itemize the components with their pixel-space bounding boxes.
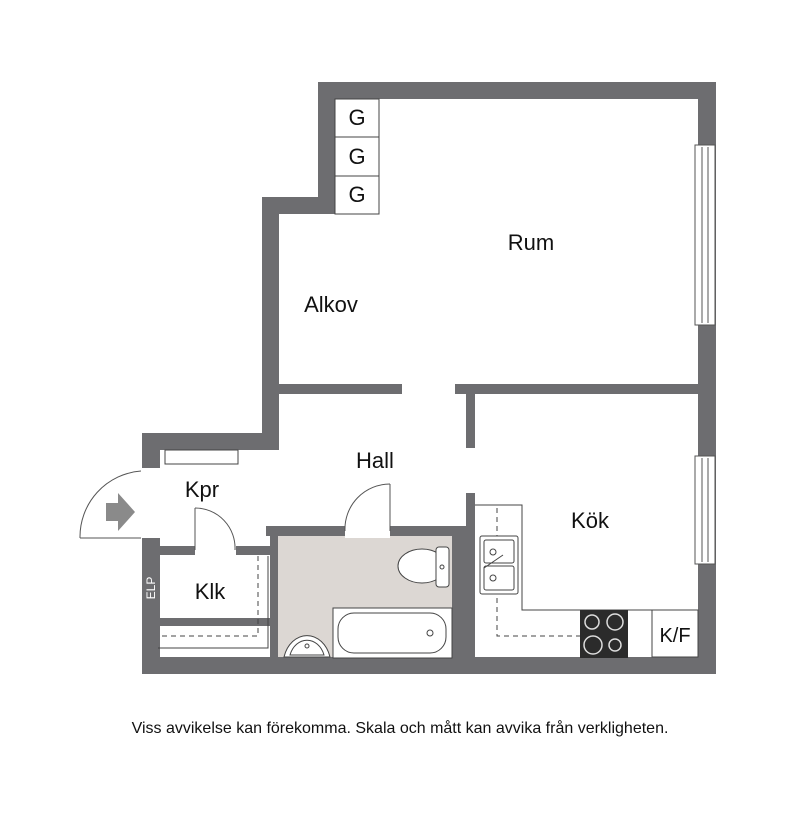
bathroom-door [344, 483, 391, 532]
fridge-freezer-box [651, 609, 699, 658]
wardrobe-label: G [348, 105, 365, 130]
window-kok [694, 455, 716, 565]
windows [694, 144, 716, 565]
entrance-door [79, 470, 142, 539]
hat-shelf [164, 449, 239, 465]
bathtub [332, 607, 453, 659]
room-label-klk: Klk [195, 579, 227, 604]
elp-label: ELP [144, 577, 158, 600]
wardrobe-label: G [348, 182, 365, 207]
room-label-hall: Hall [356, 448, 394, 473]
washbasin [283, 635, 331, 658]
room-label-rum: Rum [508, 230, 554, 255]
closet-door [194, 507, 236, 551]
stove [580, 610, 628, 658]
room-label-alkov: Alkov [304, 292, 358, 317]
entrance-arrow-icon [106, 493, 135, 531]
closet-shelf [160, 556, 259, 637]
room-label-kok: Kök [571, 508, 610, 533]
fridge-freezer-label: K/F [659, 625, 690, 647]
kitchen-sink [479, 535, 519, 595]
room-label-kpr: Kpr [185, 477, 219, 502]
disclaimer-text: Viss avvikelse kan förekomma. Skala och … [131, 720, 669, 737]
wardrobes [334, 98, 380, 215]
toilet [397, 546, 450, 588]
wardrobe-label: G [348, 144, 365, 169]
window-rum [694, 144, 716, 326]
